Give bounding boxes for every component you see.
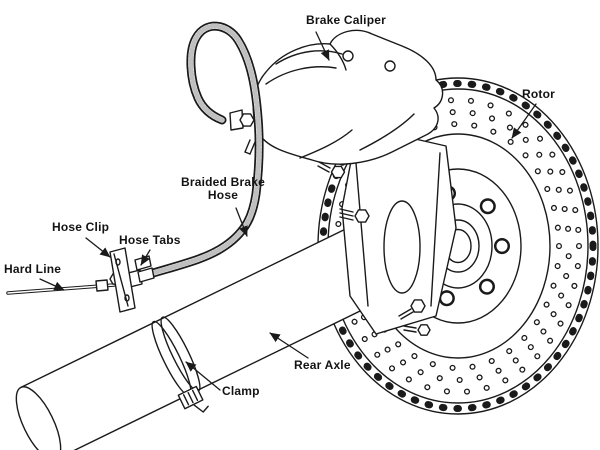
label-braided-brake-hose: Braided Brake Hose <box>181 175 265 203</box>
braided-hose-drawing <box>135 21 264 282</box>
label-rear-axle: Rear Axle <box>294 358 351 372</box>
label-hose-clip: Hose Clip <box>52 220 110 234</box>
leader-braided-hose <box>235 207 248 237</box>
mounting-bolt <box>403 324 431 336</box>
brake-caliper-drawing <box>244 29 444 165</box>
label-clamp: Clamp <box>222 384 260 398</box>
leader-hard-line <box>39 278 65 291</box>
label-rotor: Rotor <box>522 87 555 101</box>
leader-brake-caliper <box>315 31 330 61</box>
leader-clamp <box>185 361 221 391</box>
leader-hose-tabs <box>140 249 151 266</box>
mounting-bolt <box>398 299 426 320</box>
mounting-bolt <box>339 208 370 223</box>
label-hard-line: Hard Line <box>4 262 62 276</box>
leader-hose-clip <box>85 237 111 258</box>
label-hose-tabs: Hose Tabs <box>119 233 181 247</box>
leader-rotor <box>511 103 537 139</box>
label-brake-caliper: Brake Caliper <box>306 13 386 27</box>
leader-lines <box>39 31 537 391</box>
hose-clip-drawing <box>109 247 136 313</box>
clamp-drawing <box>151 316 209 413</box>
leader-rear-axle <box>269 332 309 359</box>
